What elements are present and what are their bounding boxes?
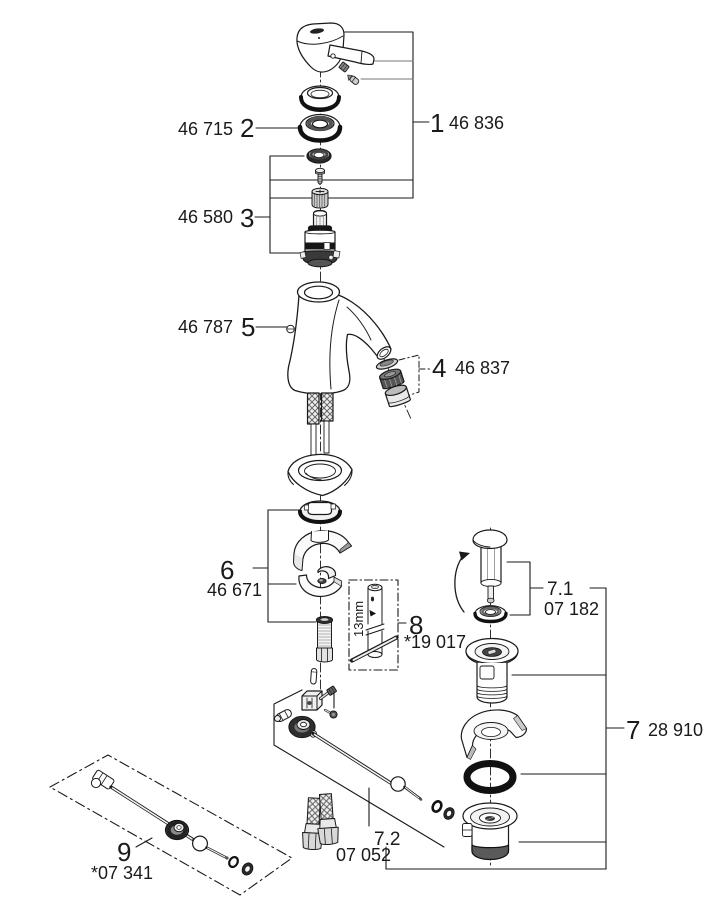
supply-hoses	[302, 793, 339, 851]
leader-lines-group6	[252, 509, 317, 623]
part-6-mounting-ring	[298, 500, 342, 524]
part-8-socket-tool	[349, 583, 399, 663]
part-pin	[310, 667, 318, 685]
label9-leader	[135, 837, 153, 848]
label-9-index: 9	[117, 837, 131, 867]
label-4-part-number: 46 837	[455, 358, 510, 378]
label-2-index: 2	[240, 113, 254, 143]
label-3-index: 3	[240, 203, 254, 233]
part-2-ring-nut	[297, 113, 343, 143]
part-71-popup-plug	[454, 529, 508, 624]
label-8-index: 8	[409, 610, 423, 640]
label-6-index: 6	[220, 555, 234, 585]
part-rosette-plate	[287, 453, 353, 497]
part-5-faucet-body	[286, 281, 392, 456]
label-5-index: 5	[241, 312, 255, 342]
label-7-index: 7	[626, 715, 640, 745]
handle-slot	[310, 28, 324, 34]
grub-screw	[347, 74, 360, 85]
part-9-rod-kit	[90, 769, 254, 876]
label-9-part-number: *07 341	[91, 863, 153, 883]
leader-lines-group1	[269, 31, 430, 199]
part-handle-lever	[296, 22, 375, 85]
label-7-2-index: 7.2	[374, 829, 400, 850]
part-dome-cap	[299, 85, 341, 112]
tool-box-8	[348, 579, 408, 671]
rotation-arrow	[454, 555, 465, 613]
part-7-wedge-collar	[460, 709, 528, 760]
part-3-screw	[315, 167, 325, 185]
small-washer	[443, 807, 455, 820]
leader-lines-group4	[398, 354, 432, 397]
label-7-1-index: 7.1	[547, 579, 573, 600]
part-4-aerator	[375, 358, 411, 408]
threaded-shank-right	[320, 392, 334, 422]
label-5-part-number: 46 787	[178, 317, 233, 337]
part-3-cartridge	[299, 209, 341, 268]
label-8-part-number: *19 017	[404, 632, 466, 652]
small-o-ring	[431, 800, 443, 813]
tool-size-label: 13mm	[351, 601, 366, 637]
leader-lines-group7	[385, 561, 625, 870]
label-7-1-part-number: 07 182	[544, 599, 599, 619]
label-7-part-number: 28 910	[648, 720, 703, 740]
part-72-lift-rod	[310, 730, 455, 820]
part-7-drain-upper	[465, 637, 519, 704]
label-4-index: 4	[432, 353, 446, 383]
service-kit-box-9	[49, 754, 293, 896]
lever-arm	[327, 44, 375, 65]
part-72-pivot-block	[274, 685, 338, 739]
label-6-part-number: 46 671	[207, 580, 262, 600]
part-6-wedge-lower	[298, 566, 343, 598]
threaded-shank-left	[306, 392, 320, 425]
part-6-threaded-stud	[315, 615, 334, 663]
label-2-part-number: 46 715	[178, 119, 233, 139]
label-1-part-number: 46 836	[449, 113, 504, 133]
part-3-adapter	[311, 187, 329, 209]
label-3-part-number: 46 580	[178, 207, 233, 227]
part-7-black-o-ring	[463, 760, 517, 794]
part-3-retainer-ring	[306, 148, 332, 164]
part-6-wedge-upper	[293, 530, 353, 571]
set-screw	[338, 61, 350, 73]
label-7-2-part-number: 07 052	[336, 845, 391, 865]
label-1-index: 1	[430, 108, 444, 138]
leader-lines-group72	[273, 686, 445, 848]
leader-lines-group3	[254, 127, 305, 328]
part-7-drain-flange	[462, 802, 518, 861]
